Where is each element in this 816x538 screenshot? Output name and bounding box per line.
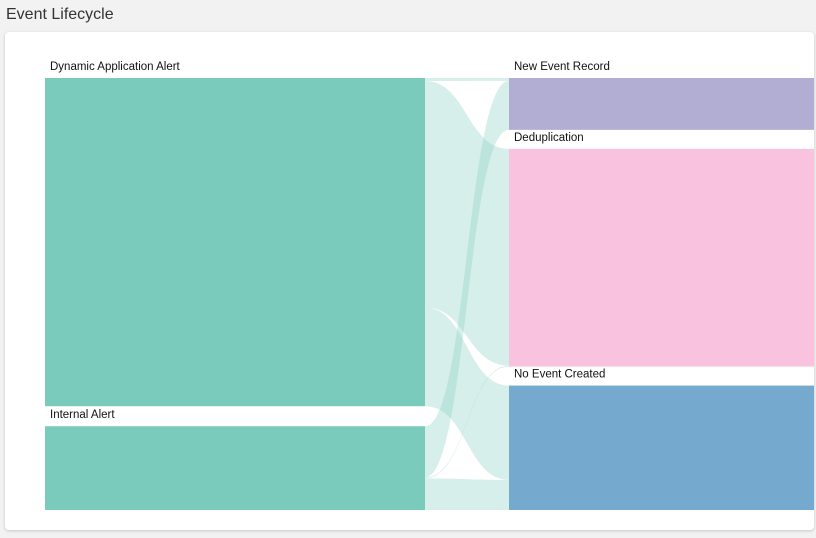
link-dynamic-application-alert-to-no-event-created[interactable] — [425, 307, 509, 480]
link-internal-alert-to-deduplication[interactable] — [425, 365, 509, 479]
node-label-dynamic-application-alert: Dynamic Application Alert — [50, 61, 181, 73]
link-dynamic-application-alert-to-new-event-record[interactable] — [425, 78, 509, 81]
node-label-deduplication: Deduplication — [514, 132, 584, 144]
node-no-event-created[interactable] — [509, 385, 814, 510]
node-dynamic-application-alert[interactable] — [45, 78, 425, 407]
page-title: Event Lifecycle — [6, 6, 114, 23]
link-internal-alert-to-new-event-record[interactable] — [425, 80, 509, 478]
node-new-event-record[interactable] — [509, 78, 814, 130]
node-deduplication[interactable] — [509, 148, 814, 367]
node-label-new-event-record: New Event Record — [514, 61, 610, 73]
link-dynamic-application-alert-to-deduplication[interactable] — [425, 80, 509, 366]
links-layer — [425, 78, 509, 510]
node-label-internal-alert: Internal Alert — [50, 409, 115, 421]
nodes-layer — [45, 78, 814, 510]
link-internal-alert-to-no-event-created[interactable] — [425, 478, 509, 510]
node-internal-alert[interactable] — [45, 426, 425, 510]
node-label-no-event-created: No Event Created — [514, 369, 605, 381]
